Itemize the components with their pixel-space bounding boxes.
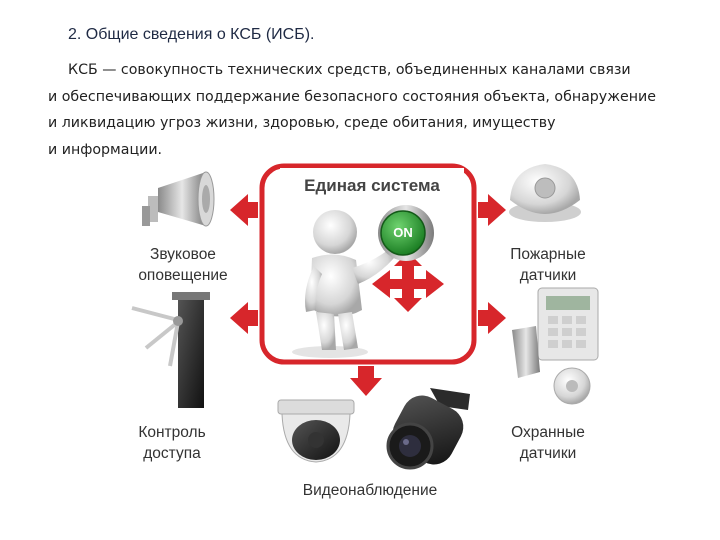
- label-line: доступа: [143, 445, 201, 462]
- paragraph-line: КСБ — совокупность технических средств, …: [68, 62, 631, 78]
- label-line: оповещение: [138, 267, 228, 284]
- label-line: датчики: [519, 445, 577, 462]
- paragraph-line: и ликвидацию угроз жизни, здоровью, сред…: [48, 115, 556, 131]
- on-button: [378, 205, 434, 261]
- arrow-left-bottom: [230, 302, 258, 334]
- arrows: [230, 194, 506, 396]
- paragraph-line: и обеспечивающих поддержание безопасного…: [48, 88, 656, 105]
- dome-camera-icon: [277, 399, 355, 463]
- security-sensors-label: Охранные датчики: [488, 422, 608, 464]
- sound-notification-label: Звуковое оповещение: [118, 244, 248, 286]
- label-line: Охранные: [511, 424, 585, 441]
- turnstile-icon: [131, 292, 210, 408]
- label-line: Пожарные: [510, 246, 586, 263]
- fire-sensors-label: Пожарные датчики: [488, 244, 608, 286]
- inner-arrow: [372, 252, 444, 312]
- bullet-camera-icon: [386, 388, 470, 470]
- section-heading: 2. Общие сведения о КСБ (ИСБ).: [68, 26, 315, 43]
- arrow-right-top: [478, 194, 506, 226]
- system-frame: [259, 163, 477, 365]
- security-sensors-icon: [512, 287, 599, 405]
- smoke-detector-icon: [509, 164, 581, 222]
- on-button-label: ON: [393, 225, 413, 240]
- person-figure: [292, 210, 394, 358]
- arrow-down: [350, 366, 382, 396]
- label-line: датчики: [519, 267, 577, 284]
- video-surveillance-label: Видеонаблюдение: [302, 482, 438, 499]
- label-line: Контроль: [138, 424, 206, 441]
- label-line: Звуковое: [150, 246, 216, 263]
- arrow-left-top: [230, 194, 258, 226]
- paragraph-line: и информации.: [48, 141, 163, 158]
- arrow-right-bottom: [478, 302, 506, 334]
- system-title: Единая система: [304, 176, 440, 195]
- definition-paragraph: КСБ — совокупность технических средств, …: [48, 57, 684, 163]
- access-control-label: Контроль доступа: [112, 422, 232, 464]
- title-backing: [280, 168, 464, 198]
- loudspeaker-icon: [142, 171, 215, 227]
